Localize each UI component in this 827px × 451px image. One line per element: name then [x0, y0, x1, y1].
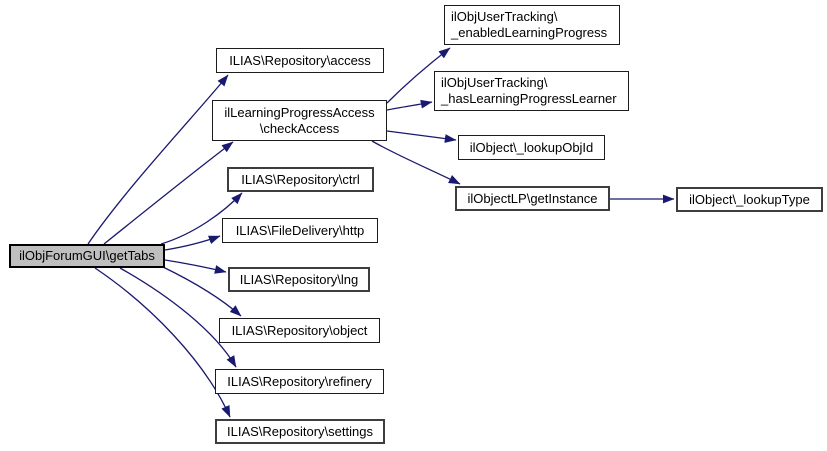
node-illearningprogressaccess-checkaccess[interactable]: ilLearningProgressAccess \checkAccess: [212, 100, 387, 141]
node-label: _hasLearningProgressLearner: [441, 91, 617, 106]
node-ilias-filedelivery-http[interactable]: ILIAS\FileDelivery\http: [222, 218, 378, 243]
node-ilobject-lookuptype[interactable]: ilObject\_lookupType: [676, 187, 823, 212]
node-label: ilLearningProgressAccess: [224, 104, 375, 120]
node-label: ILIAS\Repository\settings: [227, 423, 373, 439]
edge-gettabs-object: [162, 266, 242, 317]
edge-gettabs-http: [164, 235, 221, 251]
node-label: ilObjUserTracking\: [451, 9, 558, 24]
edge-checkaccess-enabledlp: [386, 47, 451, 104]
node-ilias-repository-object[interactable]: ILIAS\Repository\object: [219, 318, 380, 343]
edge-gettabs-settings: [94, 267, 231, 418]
node-label: ILIAS\Repository\refinery: [227, 373, 372, 389]
edge-checkaccess-lookupobjid: [386, 130, 457, 143]
node-label: ilObjUserTracking\: [441, 75, 548, 90]
node-label: ILIAS\Repository\object: [231, 322, 368, 338]
edge-gettabs-ctrl: [160, 192, 243, 245]
node-ilobject-lookupobjid[interactable]: ilObject\_lookupObjId: [458, 135, 605, 160]
edge-gettabs-access: [87, 74, 229, 245]
node-ilobjectlp-getinstance[interactable]: ilObjectLP\getInstance: [455, 186, 610, 211]
node-label: ILIAS\Repository\access: [229, 52, 371, 68]
node-label: ilObject\_lookupObjId: [469, 139, 594, 155]
node-label: ILIAS\Repository\lng: [239, 271, 359, 287]
node-label: ILIAS\FileDelivery\http: [235, 222, 365, 238]
node-label: ilObject\_lookupType: [689, 191, 810, 207]
node-ilias-repository-settings[interactable]: ILIAS\Repository\settings: [215, 419, 385, 444]
node-label: ilObjectLP\getInstance: [467, 190, 598, 206]
node-label: ILIAS\Repository\ctrl: [241, 171, 360, 187]
node-ilias-repository-lng[interactable]: ILIAS\Repository\lng: [228, 267, 370, 292]
node-label: \checkAccess: [259, 120, 340, 136]
node-ilias-repository-refinery[interactable]: ILIAS\Repository\refinery: [215, 369, 384, 394]
node-ilias-repository-ctrl[interactable]: ILIAS\Repository\ctrl: [227, 167, 374, 192]
node-label: ilObjForumGUI\getTabs: [19, 248, 155, 263]
edge-checkaccess-getinstance: [371, 140, 461, 185]
edge-gettabs-refinery: [119, 267, 237, 368]
edge-checkaccess-haslplearner: [386, 99, 433, 111]
node-ilobjusertracking-enabledlearningprogress[interactable]: ilObjUserTracking\ _enabledLearningProgr…: [444, 5, 620, 45]
edge-gettabs-lng: [164, 259, 227, 274]
edge-gettabs-checkaccess: [103, 141, 234, 245]
node-label: _enabledLearningProgress: [451, 25, 608, 40]
node-ilias-repository-access[interactable]: ILIAS\Repository\access: [216, 48, 384, 73]
node-ilobjforumgui-gettabs: ilObjForumGUI\getTabs: [9, 244, 165, 268]
node-ilobjusertracking-haslearningprogresslearner[interactable]: ilObjUserTracking\ _hasLearningProgressL…: [434, 71, 629, 111]
